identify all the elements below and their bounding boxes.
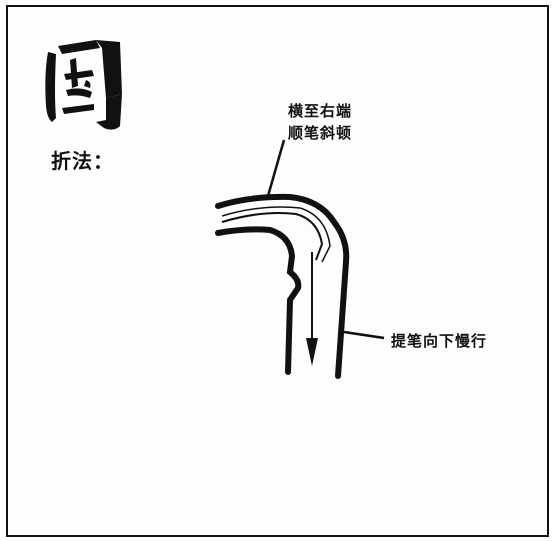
note-top-pointer bbox=[266, 139, 286, 197]
fold-inner-contour bbox=[215, 226, 302, 375]
glyph-inner-stroke-4 bbox=[62, 104, 94, 114]
glyph-right-stroke bbox=[96, 94, 122, 130]
glyph-inner-dot bbox=[84, 80, 91, 88]
glyph-left-stroke bbox=[45, 52, 56, 122]
character-glyph-illustration bbox=[45, 40, 122, 130]
fold-direction-guide-inner bbox=[221, 206, 331, 263]
note-lift-brush-down: 提笔向下慢行 bbox=[391, 332, 488, 350]
fold-outer-contour bbox=[215, 193, 350, 379]
downward-arrow-head bbox=[306, 338, 318, 366]
glyph-fold-stroke-highlight bbox=[96, 40, 122, 98]
section-title: 折法： bbox=[51, 149, 114, 173]
note-horizontal-to-end: 横至右端 顺笔斜顿 bbox=[288, 100, 352, 144]
note-side-pointer bbox=[343, 330, 385, 340]
note-line-1: 横至右端 bbox=[288, 102, 353, 120]
glyph-top-stroke bbox=[58, 40, 100, 54]
glyph-inner-stroke-3 bbox=[66, 88, 92, 98]
note-line-2: 顺笔斜顿 bbox=[288, 124, 353, 142]
diagram-frame bbox=[6, 5, 549, 537]
glyph-inner-stroke-2 bbox=[64, 70, 94, 80]
fold-direction-guide bbox=[221, 212, 324, 261]
